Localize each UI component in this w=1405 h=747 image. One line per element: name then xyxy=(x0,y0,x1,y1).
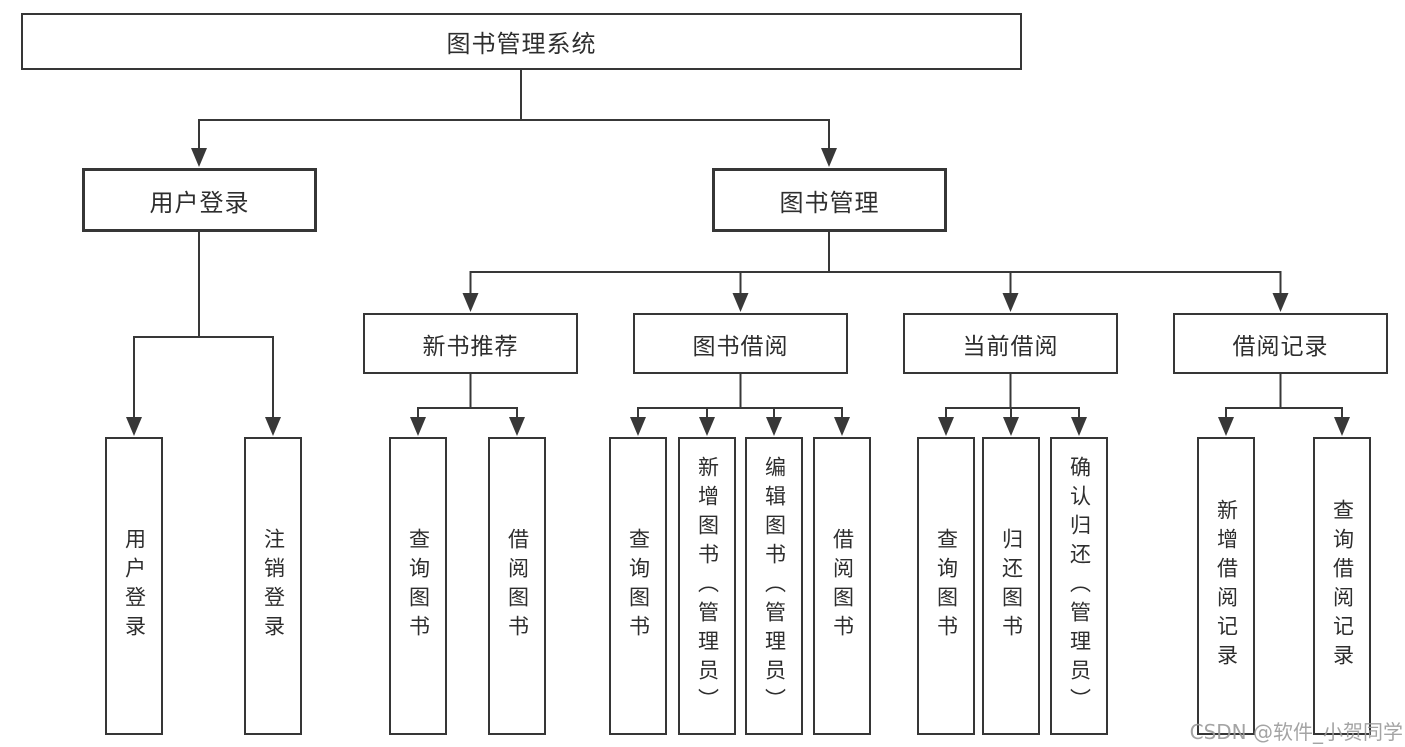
csdn-watermark: CSDN @软件_小贺同学 xyxy=(1189,720,1403,744)
leaf-newbook-borrow-books: 借阅图书 xyxy=(488,437,546,735)
node-book-borrowing: 图书借阅 xyxy=(633,313,848,374)
node-new-book-recommendation: 新书推荐 xyxy=(363,313,578,374)
leaf-logout: 注销登录 xyxy=(244,437,302,735)
leaf-borrow-books: 借阅图书 xyxy=(813,437,871,735)
node-user-login-branch: 用户登录 xyxy=(82,168,317,232)
leaf-return-books: 归还图书 xyxy=(982,437,1040,735)
node-book-management-branch: 图书管理 xyxy=(712,168,947,232)
leaf-add-borrow-record: 新增借阅记录 xyxy=(1197,437,1255,735)
leaf-user-login: 用户登录 xyxy=(105,437,163,735)
leaf-confirm-return-admin: 确认归还（管理员） xyxy=(1050,437,1108,735)
leaf-borrow-query-books: 查询图书 xyxy=(609,437,667,735)
leaf-current-query-books: 查询图书 xyxy=(917,437,975,735)
leaf-add-books-admin: 新增图书（管理员） xyxy=(678,437,736,735)
node-library-management-system: 图书管理系统 xyxy=(21,13,1022,70)
leaf-edit-books-admin: 编辑图书（管理员） xyxy=(745,437,803,735)
leaf-newbook-query-books: 查询图书 xyxy=(389,437,447,735)
leaf-query-borrow-record: 查询借阅记录 xyxy=(1313,437,1371,735)
node-current-borrowing: 当前借阅 xyxy=(903,313,1118,374)
arrowheads xyxy=(126,148,1350,436)
node-borrowing-records: 借阅记录 xyxy=(1173,313,1388,374)
